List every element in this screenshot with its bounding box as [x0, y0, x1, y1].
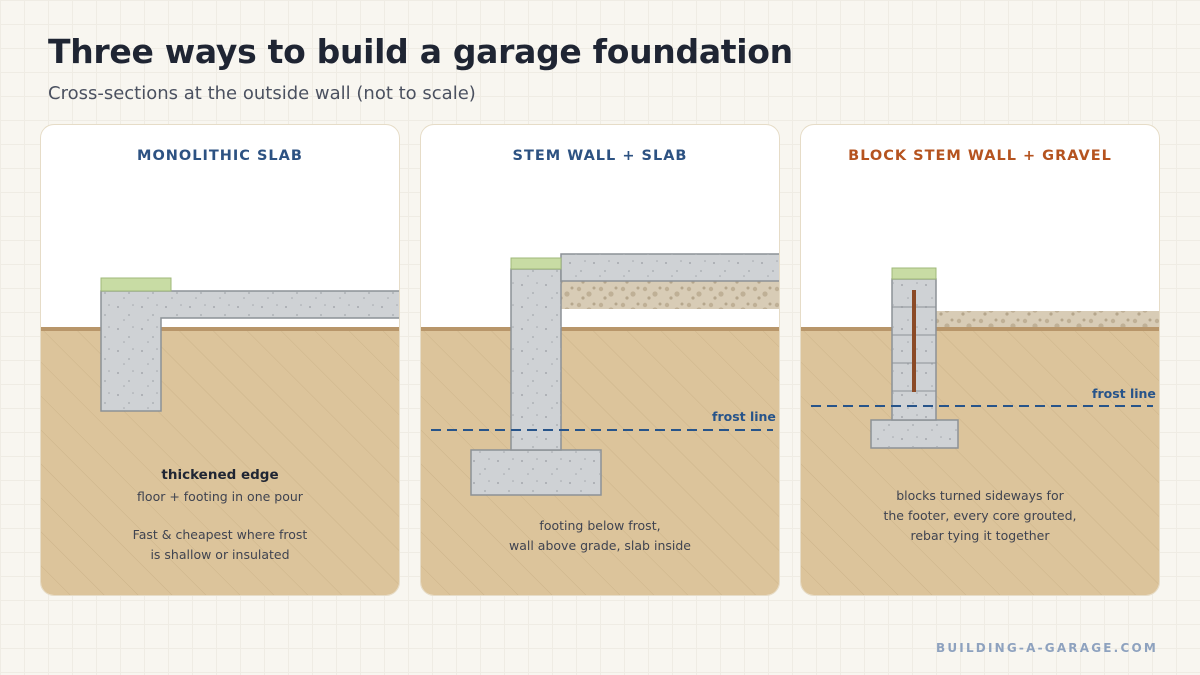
panel-title: MONOLITHIC SLAB [137, 148, 303, 164]
caption-strong: thickened edge [161, 467, 279, 483]
frost-line-label: frost line [712, 409, 776, 424]
site-brand: BUILDING-A-GARAGE.COM [936, 641, 1158, 655]
caption-line: blocks turned sideways for [896, 488, 1064, 503]
slab-texture [101, 291, 399, 411]
block-footer-texture [871, 420, 958, 448]
soil-hatch [801, 329, 1159, 595]
panel-block-stem-wall-gravel: BLOCK STEM WALL + GRAVEL frost line bloc… [800, 124, 1160, 596]
slab-texture [561, 254, 779, 281]
caption-line: Fast & cheapest where frost [132, 527, 308, 542]
stem-wall-diagram [421, 253, 779, 595]
panel-stem-wall-slab: STEM WALL + SLAB frost line footing belo… [420, 124, 780, 596]
page-subtitle: Cross-sections at the outside wall (not … [48, 83, 476, 104]
rebar [912, 290, 916, 392]
gravel-layer [935, 311, 1159, 331]
grade-line [421, 327, 779, 331]
block-stem-wall-diagram [801, 267, 1159, 595]
caption-line: is shallow or insulated [150, 547, 290, 562]
page-title: Three ways to build a garage foundation [48, 32, 793, 71]
frost-line-label: frost line [1092, 386, 1156, 401]
caption-line: footing below frost, [539, 518, 661, 533]
stem-wall-texture [511, 269, 561, 450]
grass-strip [510, 257, 562, 270]
footing-texture [471, 450, 601, 495]
grass-strip [100, 277, 172, 292]
caption-line: the footer, every core grouted, [883, 508, 1077, 523]
panel-title: BLOCK STEM WALL + GRAVEL [848, 148, 1112, 164]
caption-line: rebar tying it together [910, 528, 1050, 543]
gravel-base [561, 281, 779, 309]
grade-line [41, 327, 399, 331]
caption-line: wall above grade, slab inside [509, 538, 691, 553]
panel-title: STEM WALL + SLAB [512, 148, 688, 164]
caption-line: floor + footing in one pour [137, 489, 303, 504]
panel-monolithic-slab: MONOLITHIC SLAB thickened edge floor + f… [40, 124, 400, 596]
grade-line [801, 327, 1159, 331]
grass-strip [891, 267, 937, 280]
monolithic-slab-diagram [41, 277, 399, 595]
